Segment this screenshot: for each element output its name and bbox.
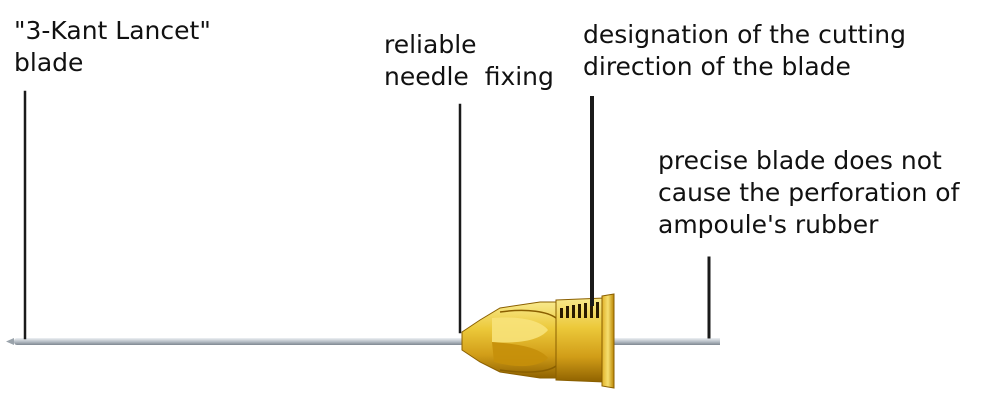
label-cutting-direction-line-1: designation of the cutting [583, 20, 906, 49]
label-lancet-blade: "3-Kant Lancet" blade [14, 15, 211, 79]
label-cutting-direction: designation of the cutting direction of … [583, 19, 906, 83]
label-lancet-blade-line-1: "3-Kant Lancet" [14, 16, 211, 45]
label-precise-blade: precise blade does not cause the perfora… [658, 145, 959, 241]
label-precise-blade-line-2: cause the perforation of [658, 178, 960, 207]
label-precise-blade-line-3: ampoule's rubber [658, 210, 879, 239]
label-needle-fixing-line-2: needle fixing [384, 62, 554, 91]
label-needle-fixing-line-1: reliable [384, 30, 477, 59]
needle-hub [461, 293, 615, 389]
needle-cannula [6, 338, 720, 345]
label-needle-fixing: reliable needle fixing [384, 29, 554, 93]
label-cutting-direction-line-2: direction of the blade [583, 52, 851, 81]
leader-lines [23, 90, 711, 340]
label-precise-blade-line-1: precise blade does not [658, 146, 942, 175]
cutting-direction-marks [560, 302, 599, 318]
label-lancet-blade-line-2: blade [14, 48, 84, 77]
